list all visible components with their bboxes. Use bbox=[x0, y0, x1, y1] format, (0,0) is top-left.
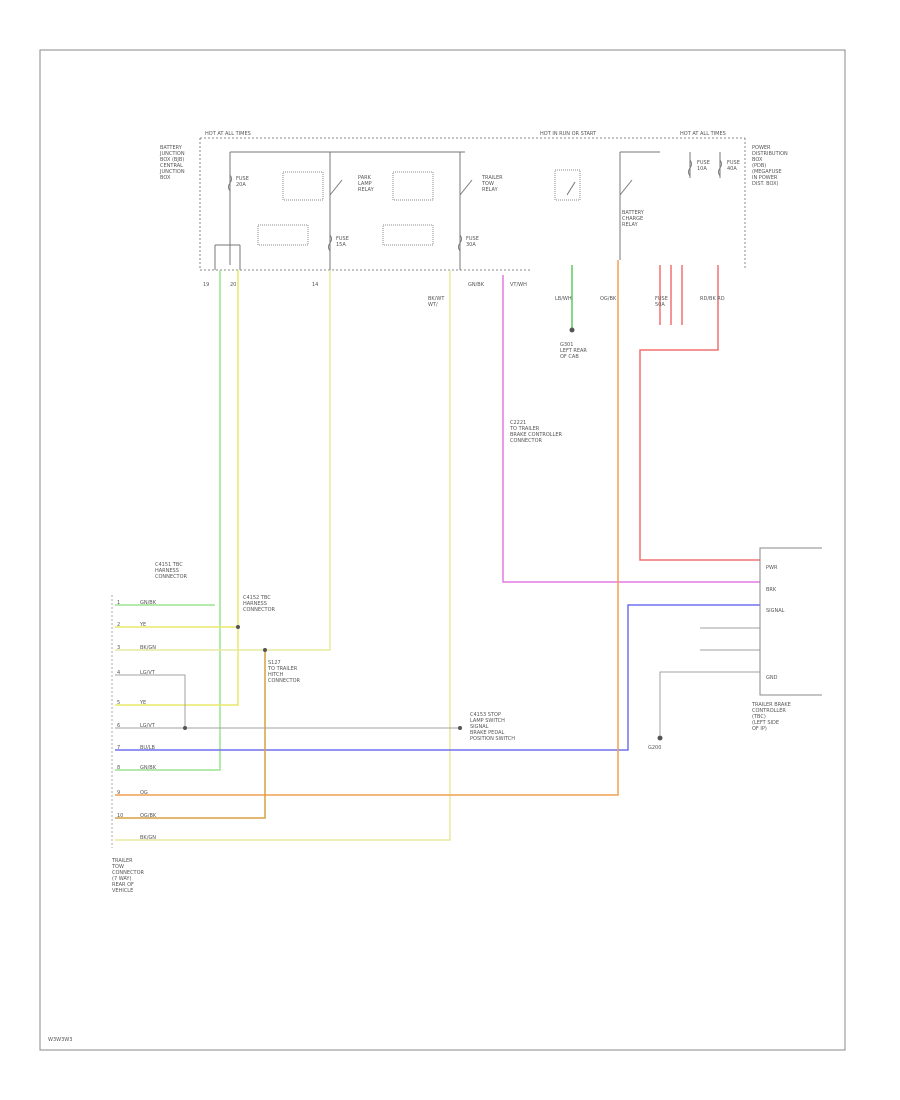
top-right-header: HOT AT ALL TIMES bbox=[680, 131, 726, 137]
ckt-label: VT/WH bbox=[510, 282, 527, 288]
ckt-label: RD/BK RD bbox=[700, 296, 725, 302]
controller-label: TRAILER BRAKE CONTROLLER (TBC) (LEFT SID… bbox=[752, 702, 791, 732]
trailer-wire-label: GN/BK bbox=[140, 600, 157, 606]
left-box-label: BATTERY JUNCTION BOX (BJB) CENTRAL JUNCT… bbox=[160, 145, 185, 181]
trailer-pin-number: 4 bbox=[117, 670, 121, 676]
trailer-wire-label: YE bbox=[140, 700, 147, 706]
wire-light-yellow bbox=[115, 270, 451, 841]
fuse-label: FUSE 30A bbox=[466, 236, 479, 248]
trailer-pin-number: 10 bbox=[117, 813, 124, 819]
fuse-label: FUSE 40A bbox=[727, 160, 740, 172]
trailer-pin-number: 3 bbox=[117, 645, 121, 651]
trailer-wire-label: BU/LB bbox=[140, 745, 155, 751]
wire-green bbox=[115, 270, 221, 771]
splice-dots bbox=[183, 327, 663, 741]
controller-pin-label: SIGNAL bbox=[766, 608, 785, 614]
diagram-frame bbox=[39, 49, 846, 1051]
trailer-wire-label: YE bbox=[140, 622, 147, 628]
top-left-header: HOT AT ALL TIMES bbox=[205, 131, 251, 137]
fuse-label: FUSE 50A bbox=[655, 296, 668, 308]
controller-box-outline bbox=[759, 547, 822, 696]
ckt-label: GN/BK bbox=[468, 282, 485, 288]
relay-label-park: PARK LAMP RELAY bbox=[358, 175, 374, 193]
controller-pin-label: BRK bbox=[766, 587, 777, 593]
wire-blue bbox=[115, 604, 760, 751]
relay-switch-contacts bbox=[329, 179, 633, 196]
footer-label: W3W3W3 bbox=[48, 1037, 73, 1043]
wire-red bbox=[639, 265, 760, 561]
wire-orange bbox=[115, 260, 619, 796]
splice-note-label: C2221 TO TRAILER BRAKE CONTROLLER CONNEC… bbox=[510, 420, 562, 444]
trailer-wire-label: BK/GN bbox=[140, 645, 157, 651]
controller-pin-label: PWR bbox=[766, 565, 778, 571]
trailer-connector-label: TRAILER TOW CONNECTOR (7 WAY) REAR OF VE… bbox=[112, 858, 145, 894]
trailer-wire-label: LG/VT bbox=[140, 723, 155, 729]
splice-left-1-label: C4151 TBC HARNESS CONNECTOR bbox=[155, 562, 188, 580]
fuse-symbols bbox=[228, 159, 722, 252]
top-center-header: HOT IN RUN OR START bbox=[540, 131, 597, 137]
trailer-wire-label: OG bbox=[140, 790, 148, 796]
trailer-wire-label: LG/VT bbox=[140, 670, 155, 676]
ckt-label: BK/WT WT/ bbox=[428, 296, 445, 308]
splice-left-2-label: C4152 TBC HARNESS CONNECTOR bbox=[243, 595, 276, 613]
ckt-label: LB/WH bbox=[555, 296, 572, 302]
fuse-label: FUSE 20A bbox=[236, 176, 249, 188]
ckt-label: 14 bbox=[312, 282, 319, 288]
trailer-wire-label: GN/BK bbox=[140, 765, 157, 771]
trailer-pin-number: 6 bbox=[117, 723, 121, 729]
relay-label-battery: BATTERY CHARGE RELAY bbox=[622, 210, 644, 228]
junction-box-solid bbox=[214, 151, 721, 270]
trailer-wire-label: BK/GN bbox=[140, 835, 157, 841]
wire-yellow bbox=[115, 270, 239, 706]
fuse-label: FUSE 15A bbox=[336, 236, 349, 248]
ckt-label: OG/BK bbox=[600, 296, 617, 302]
trailer-pin-number: 8 bbox=[117, 765, 121, 771]
ckt-label: 19 bbox=[203, 282, 210, 288]
splice-left-3-label: S127 TO TRAILER HITCH CONNECTOR bbox=[268, 660, 301, 684]
controller-pin-label: GND bbox=[766, 675, 778, 681]
junction-box-outline bbox=[199, 137, 746, 271]
trailer-pin-number: 1 bbox=[117, 600, 121, 606]
trailer-wire-label: OG/BK bbox=[140, 813, 157, 819]
trailer-pin-number: 9 bbox=[117, 790, 121, 796]
relay-boxes bbox=[257, 169, 581, 246]
ground-mid-label: G301 LEFT REAR OF CAB bbox=[560, 342, 587, 360]
ckt-label: 20 bbox=[230, 282, 237, 288]
right-box-label: POWER DISTRIBUTION BOX (PDB) (MEGAFUSE I… bbox=[752, 145, 788, 187]
wire-magenta bbox=[502, 275, 760, 583]
trailer-pin-number: 5 bbox=[117, 700, 121, 706]
relay-label-trailer: TRAILER TOW RELAY bbox=[482, 175, 503, 193]
wire-gray bbox=[115, 627, 760, 735]
fuse-label: FUSE 10A bbox=[697, 160, 710, 172]
splice-center-label: C4153 STOP LAMP SWITCH SIGNAL BRAKE PEDA… bbox=[470, 712, 515, 742]
wire-dark-orange bbox=[115, 650, 266, 819]
trailer-pin-number: 7 bbox=[117, 745, 121, 751]
trailer-pin-number: 2 bbox=[117, 622, 121, 628]
ground-right-label: G200 bbox=[648, 745, 662, 751]
